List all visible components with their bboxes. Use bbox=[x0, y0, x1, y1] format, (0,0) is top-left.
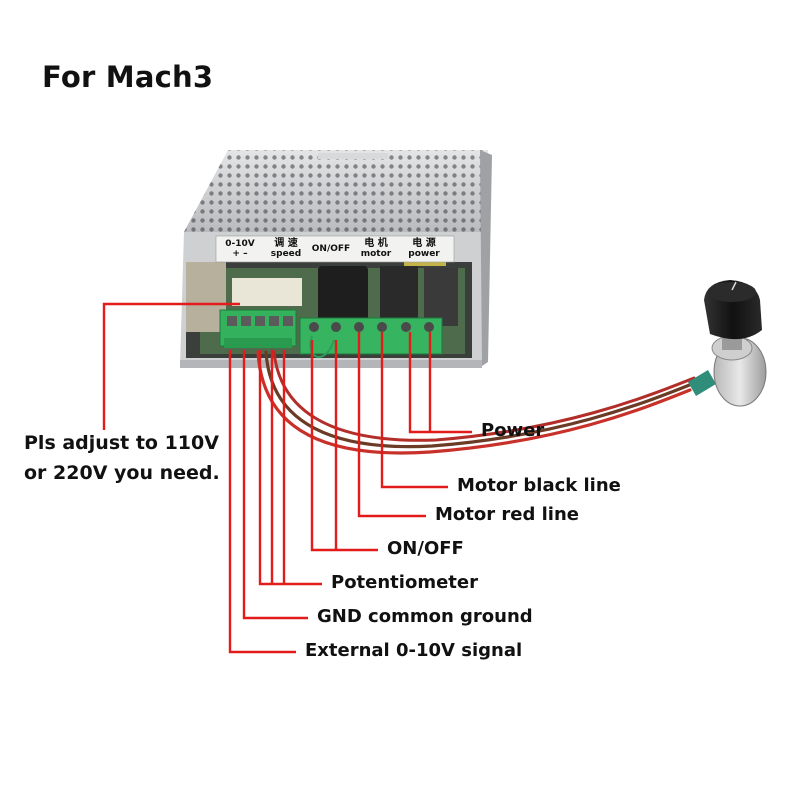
callout-external-signal: External 0-10V signal bbox=[305, 640, 523, 661]
panel-label-onoff: ON/OFF bbox=[310, 238, 352, 260]
panel-speed-cn: 调 速 bbox=[274, 238, 298, 249]
callout-potentiometer: Potentiometer bbox=[331, 572, 478, 593]
panel-motor-en: motor bbox=[360, 249, 392, 259]
panel-signal-range: 0-10V bbox=[225, 239, 255, 249]
callout-gnd-common-ground: GND common ground bbox=[317, 606, 533, 627]
panel-motor-cn: 电 机 bbox=[364, 238, 388, 249]
panel-onoff: ON/OFF bbox=[311, 244, 351, 254]
panel-label-power: 电 源 power bbox=[400, 238, 448, 260]
callout-onoff: ON/OFF bbox=[387, 538, 464, 559]
power-terminal-block bbox=[299, 317, 443, 358]
signal-terminal-block bbox=[219, 309, 297, 348]
panel-label-signal: 0-10V + – bbox=[218, 238, 262, 260]
panel-power-cn: 电 源 bbox=[412, 238, 436, 249]
potentiometer bbox=[688, 280, 767, 407]
callout-lines bbox=[102, 302, 472, 654]
panel-label-motor: 电 机 motor bbox=[354, 238, 398, 260]
voltage-note-line-1: Pls adjust to 110V bbox=[24, 432, 219, 454]
callout-motor-red-line: Motor red line bbox=[435, 504, 579, 525]
voltage-note-line-2: or 220V you need. bbox=[24, 462, 220, 484]
page-title: For Mach3 bbox=[42, 60, 214, 94]
panel-speed-en: speed bbox=[270, 249, 302, 259]
label-strip bbox=[215, 235, 455, 263]
panel-power-en: power bbox=[408, 249, 440, 259]
callout-power: Power bbox=[481, 420, 545, 441]
callout-motor-black-line: Motor black line bbox=[457, 475, 621, 496]
panel-signal-polarity: + – bbox=[232, 249, 248, 259]
case-top bbox=[184, 150, 488, 232]
panel-label-speed: 调 速 speed bbox=[264, 238, 308, 260]
